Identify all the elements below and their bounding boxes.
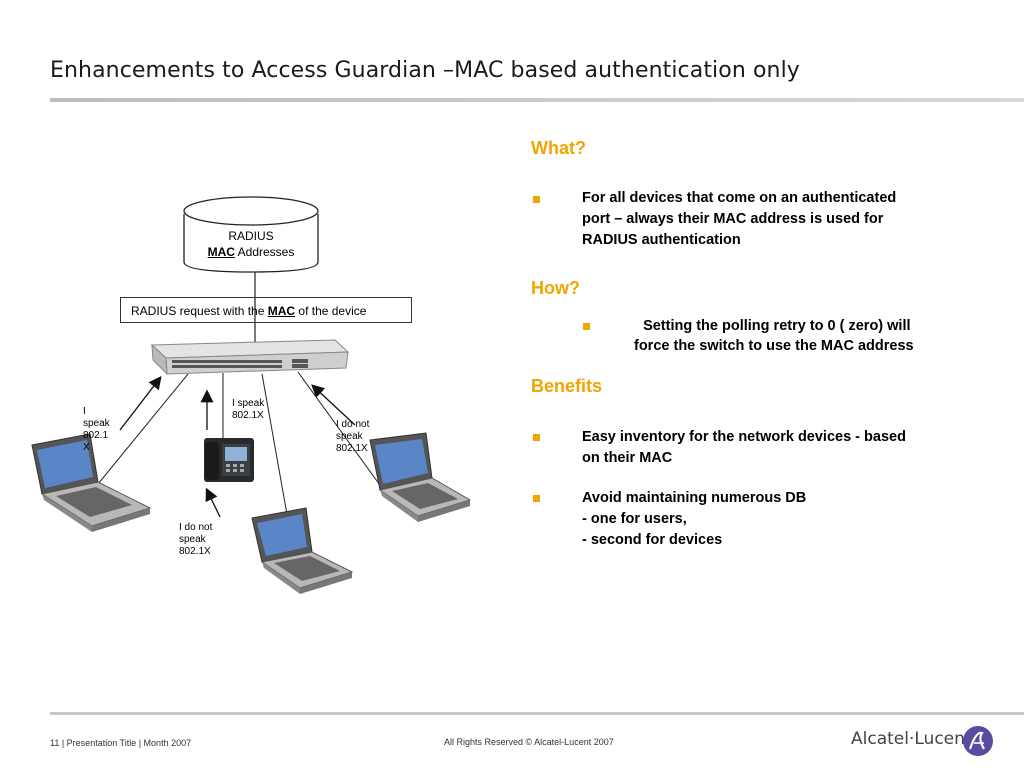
radius-mac-word: MAC [207, 245, 235, 259]
footer-divider [50, 712, 1024, 715]
how-heading: How? [531, 278, 580, 298]
label-line: speak [83, 418, 110, 429]
text-line: Easy inventory for the network devices -… [582, 429, 906, 445]
bullet-icon [533, 196, 540, 203]
label-line: 802.1X [232, 410, 264, 421]
radius-request-box [120, 297, 412, 323]
radius-request-label: RADIUS request with the MAC of the devic… [131, 304, 366, 318]
benefit-1-text: Easy inventory for the network devices -… [582, 427, 906, 469]
bottom-laptop-label: I do not speak 802.1X [179, 522, 212, 558]
radius-title: RADIUS [228, 229, 274, 243]
text-line: For all devices that come on an authenti… [582, 190, 897, 206]
text-line: RADIUS authentication [582, 232, 741, 248]
text-line: Setting the polling retry to 0 ( zero) w… [643, 318, 911, 334]
what-bullet-text: For all devices that come on an authenti… [582, 188, 896, 251]
request-mac-word: MAC [267, 304, 296, 318]
what-heading: What? [531, 138, 586, 158]
phone-label: I speak 802.1X [232, 398, 264, 422]
radius-addresses-word: Addresses [234, 245, 295, 259]
bullet-icon [533, 434, 540, 441]
network-switch-icon [150, 339, 350, 376]
footer-slide-info: 11 | Presentation Title | Month 2007 [50, 738, 192, 748]
footer-copyright: All Rights Reserved © Alcatel-Lucent 200… [444, 737, 614, 747]
benefit-2-text: Avoid maintaining numerous DB - one for … [582, 488, 806, 551]
label-line: speak [336, 431, 363, 442]
text-line: - one for users, [582, 511, 687, 527]
request-suffix: of the device [295, 304, 367, 318]
right-laptop-label: I do not speak 802.1X [336, 419, 369, 455]
label-line: I [83, 406, 86, 417]
benefits-heading: Benefits [531, 376, 603, 396]
label-line: I do not [336, 419, 370, 430]
request-prefix: RADIUS request with the [131, 304, 268, 318]
label-line: I speak [232, 398, 265, 409]
laptop-icon [369, 432, 472, 522]
label-line: I do not [179, 522, 213, 533]
how-bullet-text: Setting the polling retry to 0 ( zero) w… [634, 316, 914, 356]
text-line: port – always their MAC address is used … [582, 211, 884, 227]
company-logo-text: Alcatel·Lucent [851, 729, 972, 749]
ip-phone-icon [204, 438, 254, 482]
label-line: X [83, 442, 90, 453]
slide-title: Enhancements to Access Guardian –MAC bas… [50, 58, 800, 83]
text-line: force the switch to use the MAC address [634, 338, 914, 354]
bullet-icon [533, 495, 540, 502]
label-line: speak [179, 534, 206, 545]
text-line: - second for devices [582, 532, 723, 548]
alcatel-lucent-logo-icon [963, 726, 993, 756]
text-line: on their MAC [582, 450, 673, 466]
left-laptop-label: I speak 802.1 X [83, 406, 110, 454]
laptop-icon [251, 507, 354, 594]
radius-subtitle: MAC Addresses [184, 244, 318, 260]
label-line: 802.1X [336, 443, 368, 454]
laptop-icon [31, 433, 152, 532]
title-divider [50, 98, 1024, 102]
text-line: Avoid maintaining numerous DB [582, 490, 807, 506]
bullet-icon [583, 323, 590, 330]
label-line: 802.1X [179, 546, 211, 557]
label-line: 802.1 [83, 430, 109, 441]
radius-database-icon [183, 196, 319, 273]
radius-database-label: RADIUS MAC Addresses [184, 228, 318, 260]
